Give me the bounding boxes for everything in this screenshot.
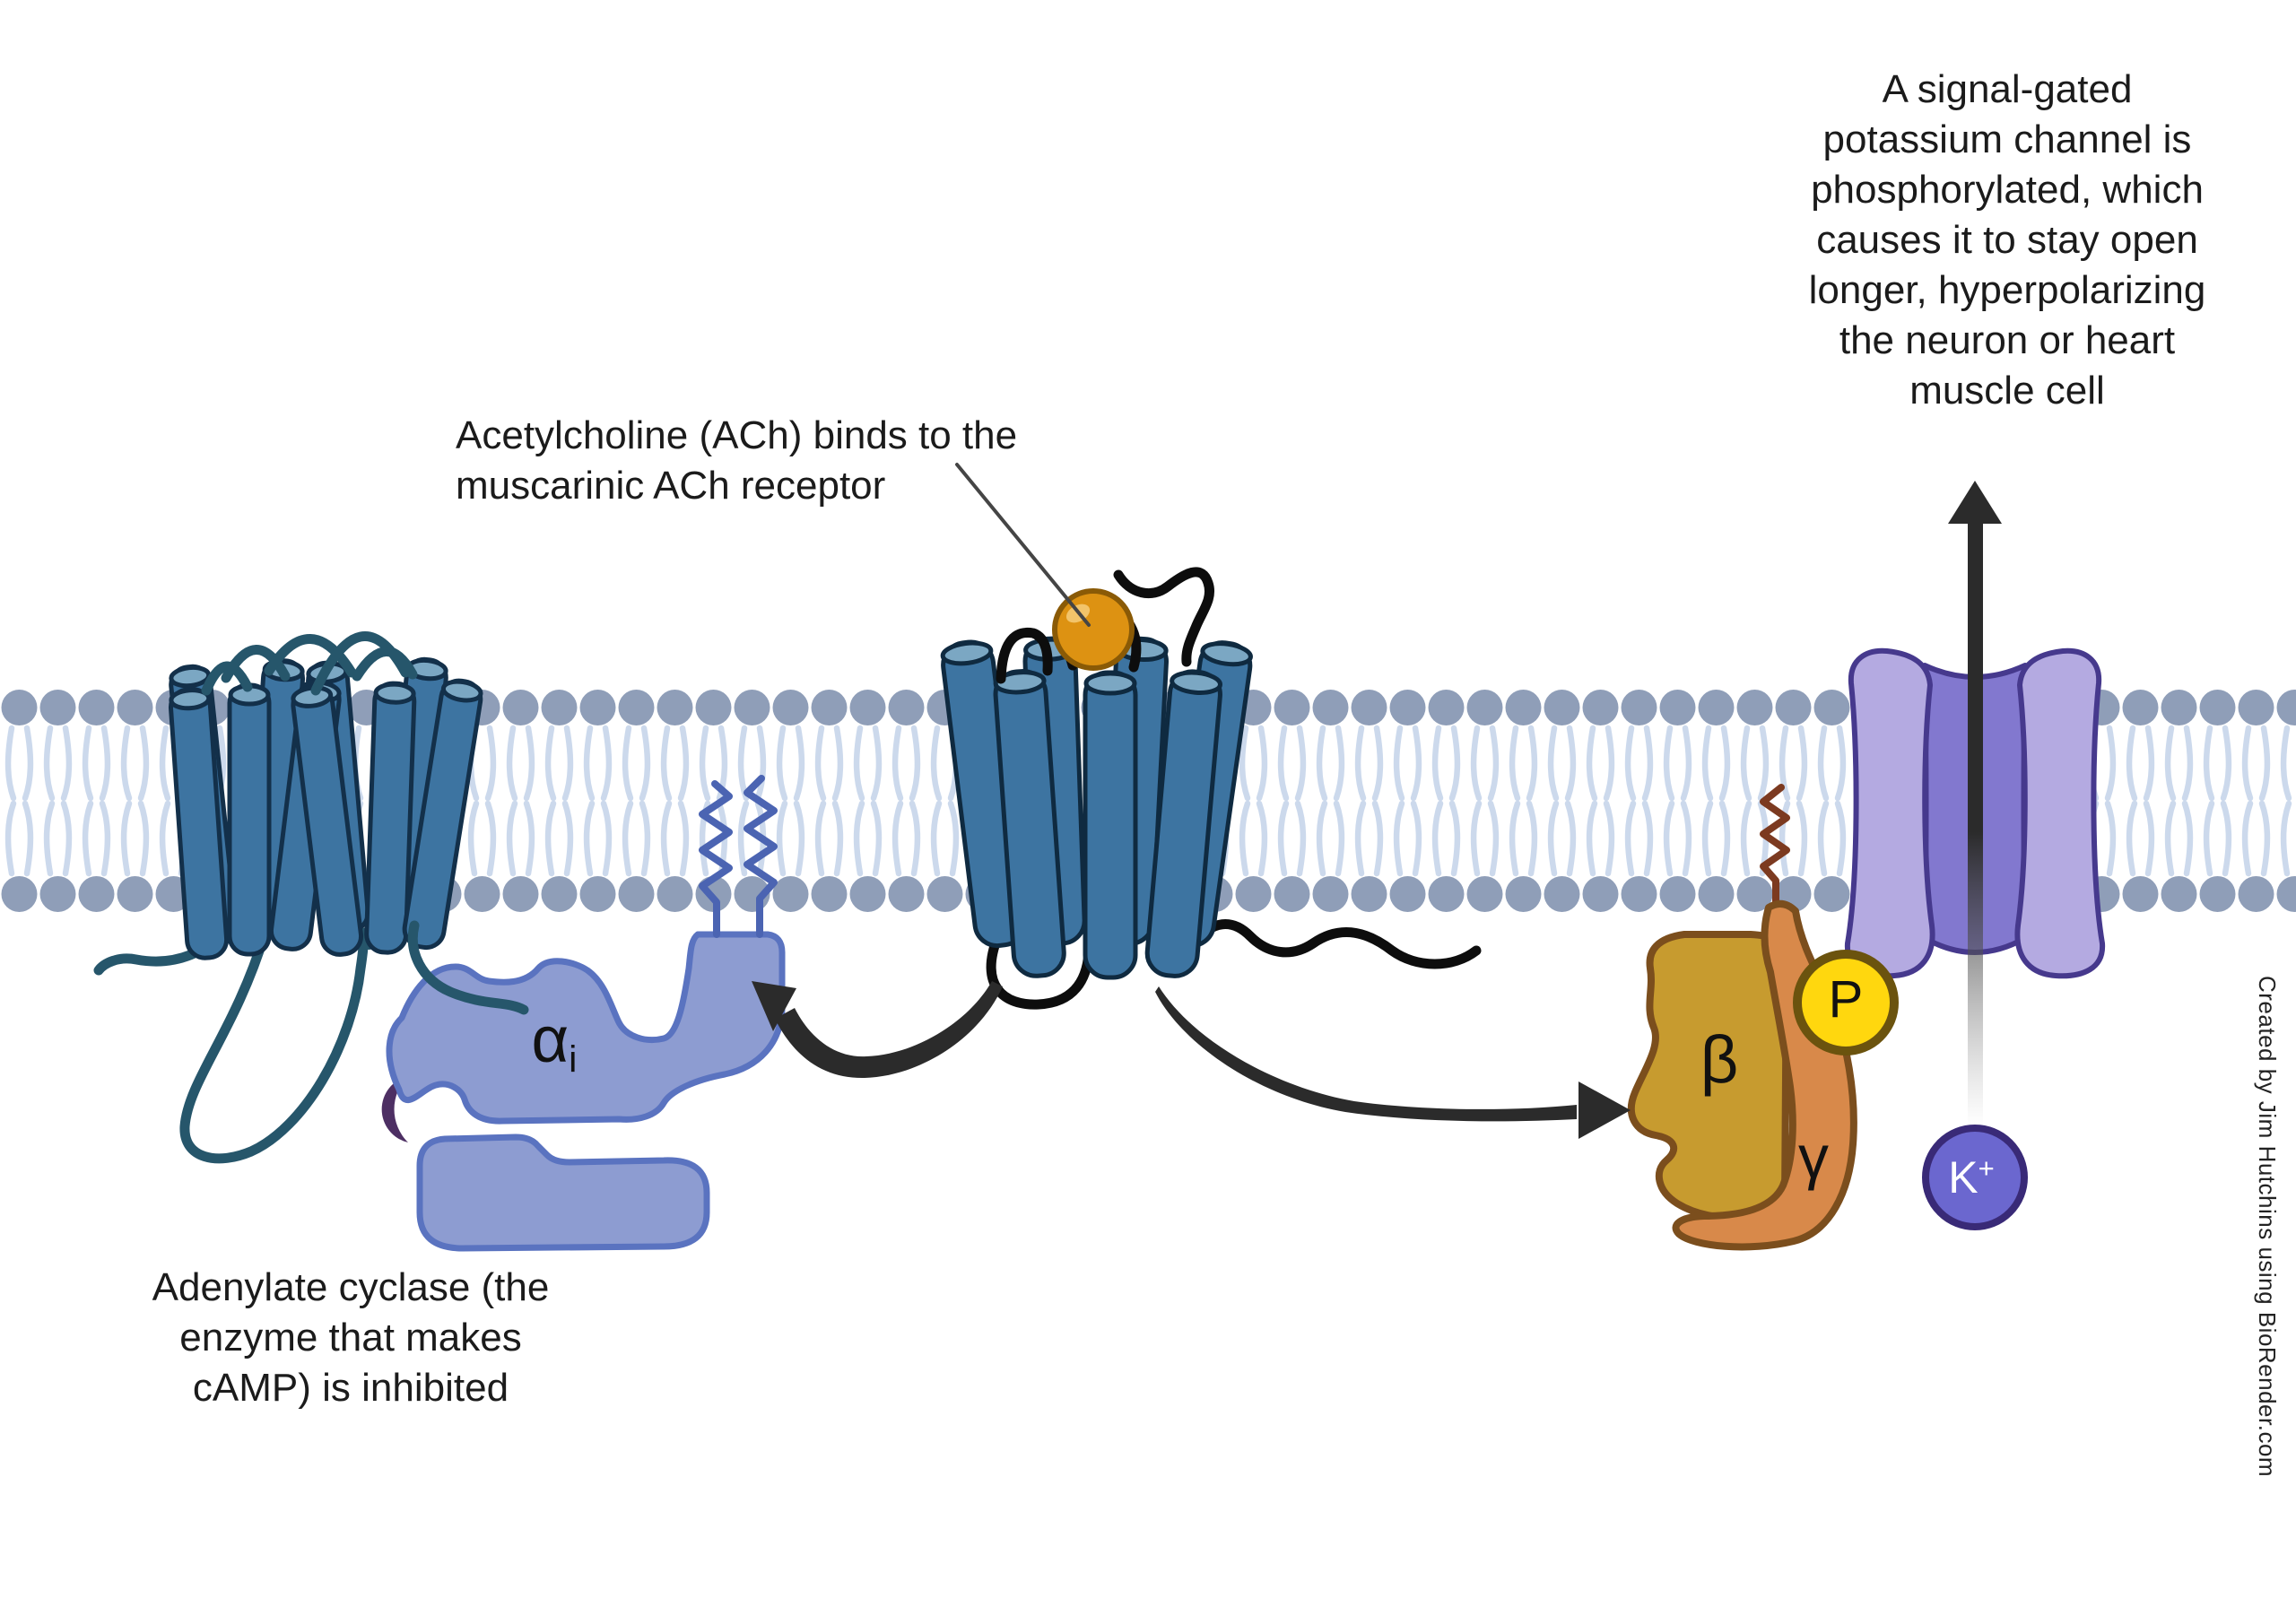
phosphate-label: P [1828,970,1864,1029]
channel-subunit-right [2014,647,2106,979]
biorender-credit: Created by Jim Hutchins using BioRender.… [2254,976,2281,1478]
adenylate-cyclase-extracellular-loops [201,631,418,696]
signal-arrows [752,981,1631,1139]
signal-arrow-to-alpha [775,981,1003,1079]
potassium-ion-label: K+ [1948,1151,1994,1203]
adenylate-cyclase [93,631,483,1164]
signal-arrow-to-beta-head [1578,1081,1631,1139]
adenylate-cyclase-intracellular-loops [93,916,392,1164]
g-alpha-i-subunit [381,775,786,1252]
beta-label: β [1700,1021,1739,1097]
efflux-arrow-head [1948,481,2002,524]
alpha-i-lower-lobe [416,1134,710,1252]
phosphate-group [1793,950,1899,1055]
label-pointer-line [955,463,1091,627]
muscarinic-ach-receptor [941,463,1482,1010]
potassium-channel-annotation: A signal-gated potassium channel is phos… [1808,67,2206,413]
gamma-label: γ [1798,1123,1829,1192]
acetylcholine-ligand [1052,588,1135,671]
alpha-i-lipid-anchors [699,775,778,938]
adenylate-cyclase-annotation: Adenylate cyclase (the enzyme that makes… [152,1265,550,1410]
channel-subunit-left [1844,647,1935,979]
efflux-arrow-shaft [1968,520,1983,1126]
potassium-glyph: K [1948,1151,1979,1203]
crescent-shape [381,1076,408,1142]
signal-arrow-to-alpha-head [752,981,796,1031]
signal-arrow-to-beta [1155,986,1577,1122]
receptor-intracellular-loops [986,919,1482,1010]
potassium-efflux-arrow [1948,481,2002,1126]
potassium-ion [1922,1125,2028,1230]
alpha-i-label: αi [532,1003,578,1081]
potassium-charge: + [1978,1151,1995,1184]
alpha-glyph: α [531,1003,570,1076]
alpha-subscript: i [569,1038,578,1081]
adenylate-cyclase-linker-strand [407,920,529,1015]
g-gamma-lipid-anchor [1760,784,1790,913]
ach-binding-annotation: Acetylcholine (ACh) binds to the muscari… [456,413,1018,508]
alpha-i-body [386,931,786,1125]
receptor-helices [941,638,1253,977]
